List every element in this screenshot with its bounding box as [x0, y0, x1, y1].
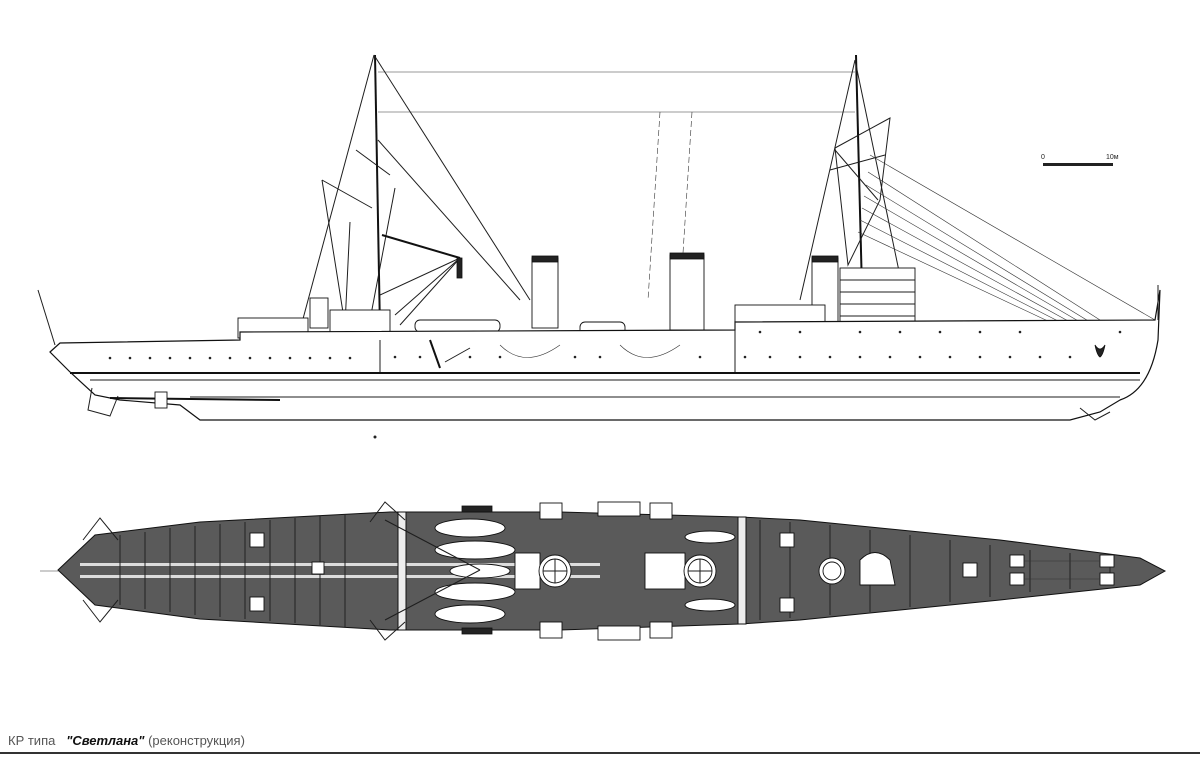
- aerial-lines: [378, 71, 855, 301]
- aft-mast: [299, 54, 531, 331]
- bridge: [839, 267, 916, 329]
- anchor-icon: [1094, 344, 1106, 358]
- portholes: [108, 330, 1122, 439]
- caption-suffix: (реконструкция): [148, 733, 245, 748]
- funnels-plan: [514, 552, 846, 590]
- caption-prefix: КР типа: [8, 733, 56, 748]
- boat: [414, 319, 501, 333]
- funnels: [531, 252, 839, 331]
- figure-caption: КР типа "Светлана" (реконструкция): [8, 733, 245, 748]
- funnel-middle: [669, 254, 705, 331]
- scale-bar: [1043, 163, 1113, 166]
- boats: [434, 518, 736, 624]
- fore-mast: [799, 54, 1156, 323]
- deck-fittings: [249, 501, 1115, 641]
- plan-view: [40, 501, 1167, 641]
- caption-rule: [0, 752, 1200, 754]
- scale-end-label: 10м: [1106, 154, 1119, 161]
- aft-searchlight-tower: [309, 297, 329, 329]
- caption-title: "Светлана": [66, 733, 145, 748]
- side-elevation: [37, 54, 1161, 439]
- hull-profile: [37, 285, 1161, 421]
- scale-start-label: 0: [1041, 154, 1045, 161]
- funnel-aft: [531, 257, 559, 329]
- boom-spars: [40, 501, 481, 641]
